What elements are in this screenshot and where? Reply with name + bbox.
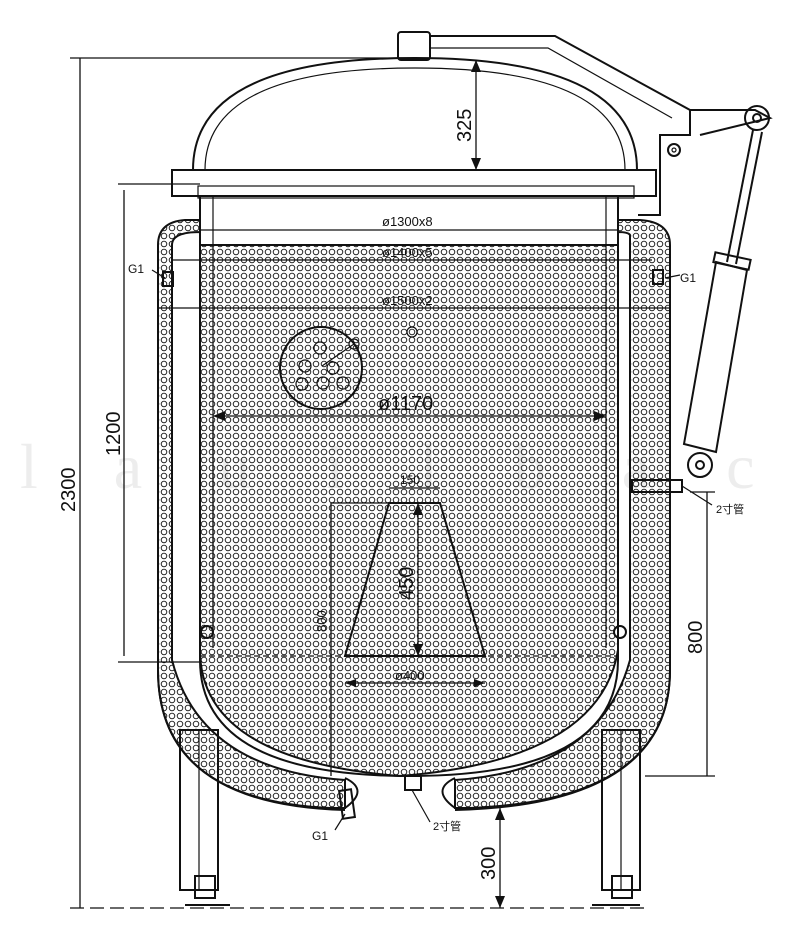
label-g1-left: G1 xyxy=(128,262,144,276)
label-h1200: 1200 xyxy=(103,412,125,457)
dimension-lines xyxy=(70,57,715,909)
cone-insert xyxy=(343,502,487,657)
manway-plate xyxy=(279,326,418,410)
label-w150: 150 xyxy=(400,473,420,487)
top-flange xyxy=(171,169,657,199)
label-h800-right: 800 xyxy=(685,621,707,654)
label-port-bottom: 2寸管 xyxy=(433,819,461,833)
bottom-outlet xyxy=(337,775,456,820)
label-h450: 450 xyxy=(396,567,418,600)
label-port-right: 2寸管 xyxy=(716,502,744,516)
label-d1170: ø1170 xyxy=(378,393,433,415)
label-d1500: ø1500x2 xyxy=(382,293,433,308)
label-d1400: ø1400x5 xyxy=(382,245,433,260)
gas-strut xyxy=(682,129,763,478)
lid-dome xyxy=(192,31,638,171)
basket-frame xyxy=(200,420,627,640)
legs xyxy=(179,729,641,906)
dimension-labels: ø1300x8 ø1400x5 ø1500x2 ø1170 ø400 150 3… xyxy=(58,109,744,880)
label-h2300: 2300 xyxy=(58,468,80,513)
label-h300: 300 xyxy=(478,847,500,880)
label-h325: 325 xyxy=(454,109,476,142)
outer-shell xyxy=(157,245,671,811)
label-d400: ø400 xyxy=(395,668,425,683)
label-d1300: ø1300x8 xyxy=(382,214,433,229)
label-g1-right: G1 xyxy=(680,271,696,285)
label-h800-left: 800 xyxy=(314,610,329,632)
label-g1-bottom: G1 xyxy=(312,829,328,843)
lid-hinge-arm xyxy=(430,35,773,216)
